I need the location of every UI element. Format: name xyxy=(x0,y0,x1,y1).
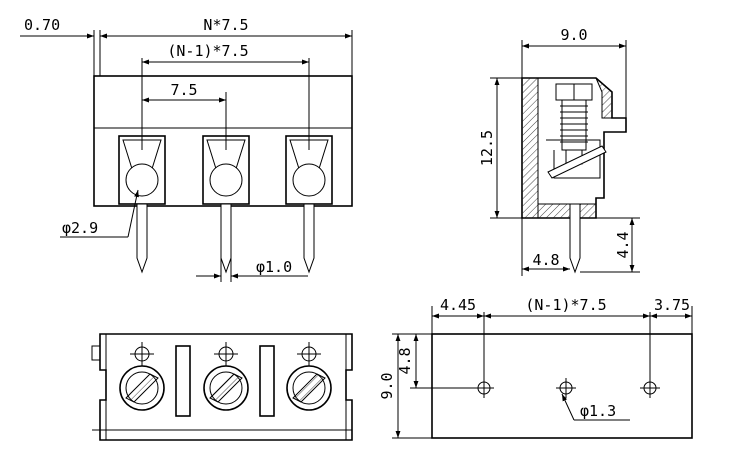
side-view: 9.0 12.5 4.4 4.8 xyxy=(478,26,640,276)
dim-pin-dia: φ1.0 xyxy=(256,258,292,276)
pcb-hole-2 xyxy=(556,378,576,398)
dim-pin-length: 4.4 xyxy=(614,231,632,258)
dim-pcb-row: 4.8 xyxy=(396,347,414,374)
dim-span: (N-1)*7.5 xyxy=(167,42,248,60)
screw-top-2 xyxy=(203,365,249,411)
front-slot-3 xyxy=(285,58,333,274)
pin-marker-3 xyxy=(297,342,321,366)
dim-hole-dia: φ2.9 xyxy=(62,219,98,237)
dim-pcb-span: (N-1)*7.5 xyxy=(525,296,606,314)
pcb-outline xyxy=(431,333,693,439)
screw-top-1 xyxy=(119,365,165,411)
front-slot-1 xyxy=(118,92,166,274)
separator-2 xyxy=(259,345,275,417)
separator-1 xyxy=(175,345,191,417)
dim-pin-offset: 4.8 xyxy=(532,251,559,269)
front-view: N*7.5 0.70 (N-1)*7.5 7.5 φ2.9 φ1.0 xyxy=(20,16,353,282)
dim-side-width: 9.0 xyxy=(560,26,587,44)
pcb-hole-1 xyxy=(474,312,494,398)
bottom-view xyxy=(91,333,353,441)
pin-marker-1 xyxy=(130,342,154,366)
dim-pitch: 7.5 xyxy=(170,81,197,99)
dim-total-width: N*7.5 xyxy=(203,16,248,34)
dim-pcb-depth: 9.0 xyxy=(378,372,396,399)
screw-top-3 xyxy=(286,365,332,411)
dim-pcb-right: 3.75 xyxy=(654,296,690,314)
dim-edge-offset: 0.70 xyxy=(24,16,60,34)
front-slot-2 xyxy=(202,92,250,274)
dim-side-height: 12.5 xyxy=(478,130,496,166)
pcb-hole-3 xyxy=(640,312,660,398)
pin-marker-2 xyxy=(214,342,238,366)
side-pin xyxy=(569,203,581,274)
bottom-tab xyxy=(91,345,101,361)
pcb-layout: 4.45 (N-1)*7.5 3.75 9.0 4.8 φ1.3 xyxy=(378,296,693,439)
dim-pcb-hole: φ1.3 xyxy=(580,402,616,420)
dim-pcb-left: 4.45 xyxy=(440,296,476,314)
